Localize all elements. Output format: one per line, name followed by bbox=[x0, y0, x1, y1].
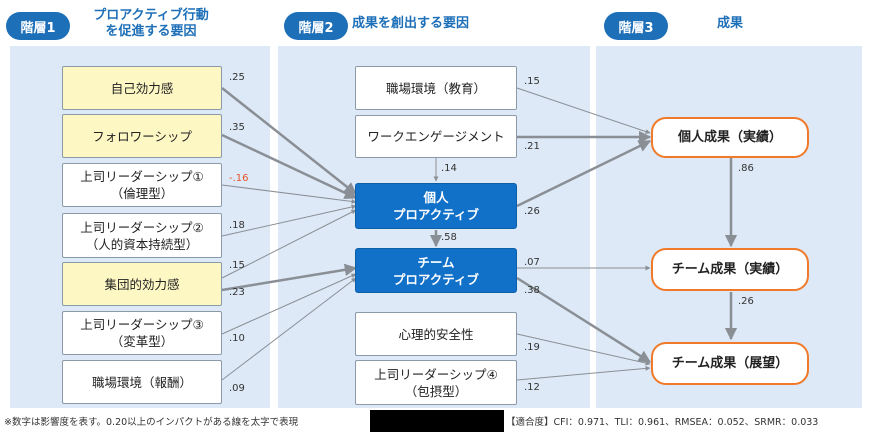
box-collective-efficacy: 集団的効力感 bbox=[62, 262, 222, 306]
level2-title-line1: 成果を創出する要因 bbox=[352, 16, 470, 31]
arrow-leadership2 bbox=[221, 204, 357, 237]
box-collective-efficacy-line1: 集団的効力感 bbox=[104, 276, 180, 292]
box-team-proactive-line2: プロアクティブ bbox=[392, 271, 480, 287]
coef-leadership1: -.16 bbox=[229, 173, 249, 184]
arrow-followership bbox=[221, 133, 358, 200]
coef-collective-team: .23 bbox=[229, 287, 245, 298]
box-followership: フォロワーシップ bbox=[62, 114, 222, 158]
arrow-collective-to-individual bbox=[221, 209, 357, 279]
arrow-leadership3 bbox=[221, 273, 357, 335]
coef-leadership2: .18 bbox=[229, 220, 245, 231]
level3-title: 成果 bbox=[700, 16, 760, 32]
coef-team-result-to-outlook: .26 bbox=[738, 296, 754, 307]
box-leadership4-line2: （包摂型） bbox=[404, 383, 468, 399]
redacted-bar bbox=[370, 410, 504, 432]
box-individual-result: 個人成果（実績） bbox=[651, 117, 809, 158]
arrow-individual-to-result bbox=[516, 139, 652, 208]
box-self-efficacy: 自己効力感 bbox=[62, 66, 222, 110]
box-team-result: チーム成果（実績） bbox=[651, 248, 809, 291]
box-followership-line1: フォロワーシップ bbox=[92, 128, 192, 144]
box-psych-safety: 心理的安全性 bbox=[355, 312, 517, 356]
box-individual-result-line1: 個人成果（実績） bbox=[677, 130, 782, 145]
box-reward-env-line1: 職場環境（報酬） bbox=[91, 374, 192, 390]
coef-individual-to-team-result: .86 bbox=[738, 163, 754, 174]
box-work-engagement-line1: ワークエンゲージメント bbox=[367, 129, 505, 144]
box-leadership3-line1: 上司リーダーシップ③ bbox=[80, 317, 204, 332]
coef-team-team-result: .07 bbox=[524, 257, 540, 268]
box-individual-proactive-line1: 個人 bbox=[423, 190, 449, 205]
arrow-leadership4 bbox=[516, 365, 651, 381]
arrow-psych-safety bbox=[516, 333, 651, 366]
box-individual-proactive: 個人 プロアクティブ bbox=[355, 183, 517, 229]
box-individual-proactive-line2: プロアクティブ bbox=[392, 207, 480, 222]
arrow-leadership1 bbox=[221, 184, 357, 204]
coef-leadership3: .10 bbox=[229, 333, 245, 344]
arrow-reward-env bbox=[221, 277, 357, 381]
box-self-efficacy-line1: 自己効力感 bbox=[110, 80, 174, 96]
fit-indices: 【適合度】CFI：0.971、TLI：0.961、RMSEA：0.052、SRM… bbox=[506, 417, 819, 428]
box-leadership1-line2: （倫理型） bbox=[110, 186, 174, 201]
level2-tag: 階層2 bbox=[284, 12, 348, 40]
box-leadership1: 上司リーダーシップ① （倫理型） bbox=[62, 163, 222, 207]
box-team-proactive: チーム プロアクティブ bbox=[355, 248, 517, 293]
box-leadership4: 上司リーダーシップ④ （包摂型） bbox=[355, 360, 517, 405]
arrow-education-env bbox=[516, 87, 651, 134]
level2-title: 成果を創出する要因 bbox=[352, 16, 512, 32]
arrow-team-to-outlook bbox=[516, 276, 652, 364]
arrow-self-efficacy bbox=[221, 87, 357, 195]
level1-title-line1: プロアクティブ行動 bbox=[93, 8, 209, 23]
level1-title-line2: を促進する要因 bbox=[105, 24, 197, 39]
coef-individual-result: .26 bbox=[524, 206, 540, 217]
coef-reward-env: .09 bbox=[229, 383, 245, 394]
coef-followership: .35 bbox=[229, 122, 245, 133]
box-leadership2-line2: （人的資本持続型） bbox=[85, 236, 199, 252]
coef-engagement-individual: .14 bbox=[441, 163, 457, 174]
box-education-env-line1: 職場環境（教育） bbox=[385, 80, 486, 96]
box-reward-env: 職場環境（報酬） bbox=[62, 360, 222, 404]
coef-psych-safety: .19 bbox=[524, 342, 540, 353]
coef-team-outlook: .38 bbox=[524, 285, 540, 296]
footnote: ※数字は影響度を表す。0.20以上のインパクトがある線を太字で表現 bbox=[4, 417, 299, 428]
coef-collective-individual: .15 bbox=[229, 260, 245, 271]
coef-leadership4: .12 bbox=[524, 382, 540, 393]
box-leadership1-line1: 上司リーダーシップ① bbox=[80, 169, 204, 184]
level1-tag: 階層1 bbox=[6, 12, 70, 40]
box-team-outlook: チーム成果（展望） bbox=[651, 342, 809, 385]
box-work-engagement: ワークエンゲージメント bbox=[355, 115, 517, 158]
coef-self-efficacy: .25 bbox=[229, 72, 245, 83]
box-team-proactive-line1: チーム bbox=[417, 254, 455, 270]
box-leadership4-line1: 上司リーダーシップ④ bbox=[374, 366, 498, 382]
coef-individual-team: .58 bbox=[441, 232, 457, 243]
box-team-outlook-line1: チーム成果（展望） bbox=[671, 356, 789, 371]
box-leadership2-line1: 上司リーダーシップ② bbox=[80, 219, 204, 235]
coef-education-env: .15 bbox=[524, 76, 540, 87]
box-leadership3: 上司リーダーシップ③ （変革型） bbox=[62, 311, 222, 355]
arrow-collective-to-team bbox=[221, 263, 358, 292]
level1-title: プロアクティブ行動 を促進する要因 bbox=[76, 8, 226, 40]
box-team-result-line1: チーム成果（実績） bbox=[671, 262, 789, 277]
box-leadership2: 上司リーダーシップ② （人的資本持続型） bbox=[62, 213, 222, 258]
box-leadership3-line2: （変革型） bbox=[110, 334, 174, 349]
level3-title-line1: 成果 bbox=[716, 16, 743, 31]
level3-tag: 階層3 bbox=[604, 12, 668, 40]
box-education-env: 職場環境（教育） bbox=[355, 66, 517, 110]
coef-engagement-result: .21 bbox=[524, 141, 540, 152]
box-psych-safety-line1: 心理的安全性 bbox=[398, 326, 474, 342]
